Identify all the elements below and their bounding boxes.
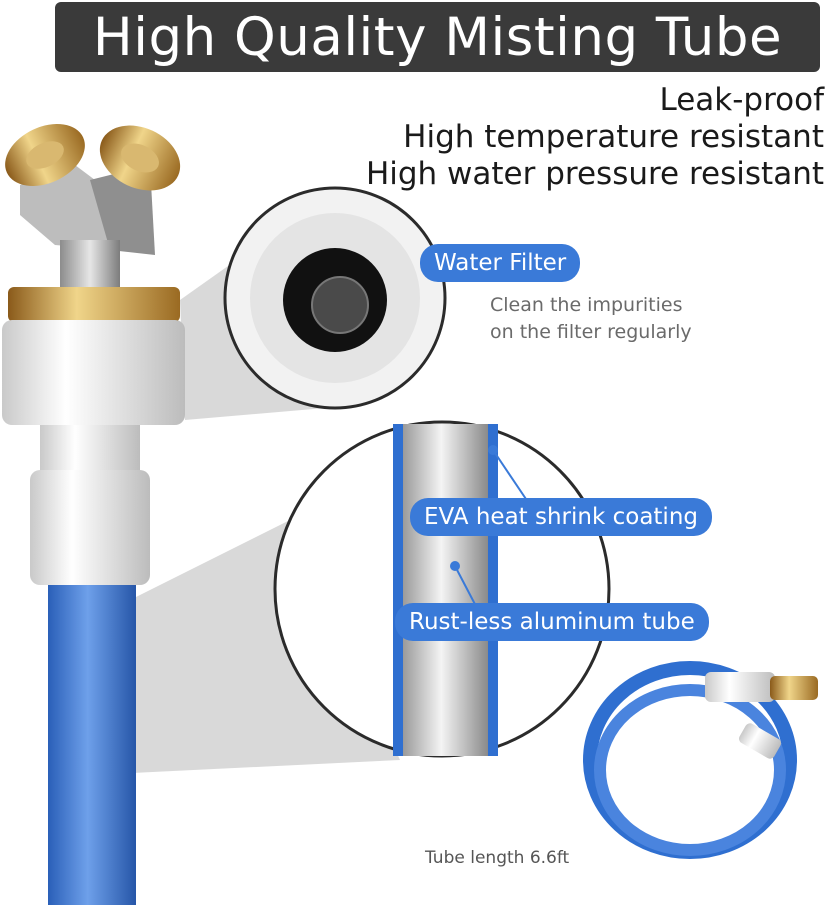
water-filter-label: Water Filter	[420, 244, 581, 282]
leader-dot	[450, 561, 460, 571]
callout-shadow	[90, 520, 400, 775]
quick-connector	[30, 470, 150, 585]
nozzle-stem	[60, 240, 120, 290]
fitting-neck	[40, 425, 140, 475]
blue-tube	[48, 585, 136, 905]
title-banner: High Quality Misting Tube	[55, 2, 820, 72]
nozzle-head	[5, 124, 181, 255]
filter-note-line: on the filter regularly	[490, 321, 692, 343]
feature-list: Leak-proof High temperature resistant Hi…	[366, 82, 824, 193]
brass-nut	[8, 287, 180, 322]
aluminum-tube-label: Rust-less aluminum tube	[395, 603, 709, 641]
tube-magnifier	[273, 420, 611, 758]
leader-line	[492, 449, 531, 506]
feature-item: Leak-proof	[659, 82, 824, 118]
page-title: High Quality Misting Tube	[92, 6, 783, 68]
filter-note-line: Clean the impurities	[490, 294, 683, 316]
leader-line	[454, 565, 479, 611]
filter-note: Clean the impurities on the filter regul…	[490, 292, 692, 346]
leader-dot	[488, 445, 498, 455]
filter-magnifier	[223, 186, 447, 410]
feature-item: High water pressure resistant	[365, 156, 824, 192]
tube-length-caption: Tube length 6.6ft	[425, 848, 570, 868]
white-fitting	[2, 320, 185, 425]
feature-item: High temperature resistant	[403, 119, 824, 155]
eva-coating-label: EVA heat shrink coating	[410, 498, 713, 536]
coiled-hose	[583, 661, 818, 859]
